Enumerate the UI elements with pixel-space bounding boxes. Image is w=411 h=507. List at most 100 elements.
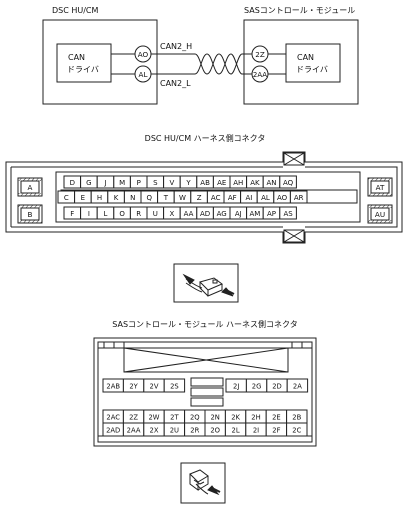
dsc-pin-e-label: E bbox=[81, 194, 85, 202]
dsc-pin-ad: AD bbox=[196, 206, 214, 220]
dsc-pin-aa-label: AA bbox=[184, 210, 194, 218]
dsc-pin-q-label: Q bbox=[147, 194, 153, 202]
dsc-pin-an-label: AN bbox=[266, 179, 276, 187]
dsc-pin-y-label: Y bbox=[185, 179, 191, 187]
sas-pin-2i: 2I bbox=[245, 422, 267, 437]
sas-pin-2j-label: 2J bbox=[233, 382, 239, 390]
sas-pin-2u: 2U bbox=[163, 422, 186, 437]
sas-pin-2i-label: 2I bbox=[253, 426, 259, 434]
terminal-ao-label: AO bbox=[138, 50, 149, 59]
right-can-driver bbox=[285, 43, 341, 83]
dsc-pin-m: M bbox=[113, 175, 131, 189]
sas-pin-2k: 2K bbox=[224, 409, 247, 424]
sas-pin-2y: 2Y bbox=[122, 378, 145, 393]
dsc-pin-af-label: AF bbox=[228, 194, 237, 202]
dsc-pin-am-label: AM bbox=[249, 210, 260, 218]
dsc-pin-m-label: M bbox=[119, 179, 125, 187]
wire-can2-h-label: CAN2_H bbox=[160, 42, 192, 51]
dsc-connector-title: DSC HU/CM ハーネス側コネクタ bbox=[145, 133, 266, 143]
sas-pin-2t-label: 2T bbox=[170, 413, 179, 421]
dsc-pin-t: T bbox=[157, 190, 175, 204]
sas-pin-2x: 2X bbox=[143, 422, 165, 437]
dsc-pin-g-label: G bbox=[86, 179, 91, 187]
sas-pin-2n-label: 2N bbox=[210, 413, 219, 421]
sas-pin-2u-label: 2U bbox=[170, 426, 179, 434]
dsc-pin-ab-label: AB bbox=[200, 179, 210, 187]
dsc-pin-z: Z bbox=[190, 190, 208, 204]
dsc-pin-as: AS bbox=[279, 206, 297, 220]
sas-pin-2ab: 2AB bbox=[102, 378, 124, 393]
dsc-pin-u-label: U bbox=[153, 210, 158, 218]
sas-pin-2g: 2G bbox=[245, 378, 268, 393]
wire-can2-l-label: CAN2_L bbox=[160, 79, 191, 88]
dsc-pin-an: AN bbox=[262, 175, 281, 189]
sas-pin-2n: 2N bbox=[204, 409, 226, 424]
dsc-pin-o: O bbox=[113, 206, 131, 220]
dsc-pin-ao: AO bbox=[273, 190, 291, 204]
sas-pin-2ad: 2AD bbox=[102, 422, 124, 437]
dsc-pin-x-label: X bbox=[170, 210, 175, 218]
right-module-box bbox=[243, 19, 359, 105]
sas-pin-2s: 2S bbox=[163, 378, 186, 393]
dsc-pin-s: S bbox=[146, 175, 165, 189]
sas-pin-2k-label: 2K bbox=[231, 413, 240, 421]
dsc-pin-x: X bbox=[163, 206, 181, 220]
dsc-pin-i: I bbox=[80, 206, 98, 220]
dsc-pin-ad-label: AD bbox=[200, 210, 210, 218]
sas-pin-2aa-label: 2AA bbox=[127, 426, 141, 434]
dsc-side-au: AU bbox=[375, 210, 385, 219]
dsc-pin-ab: AB bbox=[196, 175, 214, 189]
sas-pin-2w-label: 2W bbox=[148, 413, 159, 421]
sas-connector-title: SASコントロール・モジュール ハーネス側コネクタ bbox=[112, 319, 297, 329]
dsc-pin-am: AM bbox=[246, 206, 264, 220]
sas-pin-2c: 2C bbox=[286, 422, 308, 437]
dsc-pin-ak-label: AK bbox=[250, 179, 260, 187]
dsc-pin-ae: AE bbox=[212, 175, 231, 189]
dsc-pin-q: Q bbox=[140, 190, 159, 204]
sas-connector-view-icon bbox=[180, 462, 226, 504]
sas-pin-2z: 2Z bbox=[122, 409, 145, 424]
dsc-pin-s-label: S bbox=[153, 179, 158, 187]
dsc-pin-j: J bbox=[96, 175, 115, 189]
dsc-connector-view-icon bbox=[173, 263, 239, 303]
sas-pin-2w: 2W bbox=[143, 409, 165, 424]
sas-pin-2f: 2F bbox=[265, 422, 288, 437]
sas-pin-2g-label: 2G bbox=[252, 382, 262, 390]
dsc-pin-w-label: W bbox=[179, 194, 186, 202]
dsc-pin-ae-label: AE bbox=[217, 179, 226, 187]
dsc-pin-p: P bbox=[129, 175, 148, 189]
dsc-pin-al: AL bbox=[256, 190, 275, 204]
dsc-pin-aa: AA bbox=[179, 206, 198, 220]
dsc-pin-aq-label: AQ bbox=[283, 179, 294, 187]
dsc-pin-y: Y bbox=[179, 175, 198, 189]
sas-pin-2l-label: 2L bbox=[232, 426, 240, 434]
dsc-pin-ah-label: AH bbox=[233, 179, 243, 187]
dsc-pin-f-label: F bbox=[70, 210, 74, 218]
sas-pin-2x-label: 2X bbox=[150, 426, 159, 434]
dsc-pin-l: L bbox=[96, 206, 115, 220]
dsc-pin-ao-label: AO bbox=[277, 194, 288, 202]
sas-pin-2e: 2E bbox=[265, 409, 288, 424]
dsc-pin-o-label: O bbox=[119, 210, 125, 218]
dsc-side-b: B bbox=[28, 210, 33, 219]
sas-pin-2ac-label: 2AC bbox=[106, 413, 120, 421]
dsc-pin-p-label: P bbox=[137, 179, 141, 187]
sas-pin-2e-label: 2E bbox=[272, 413, 281, 421]
sas-pin-2b-label: 2B bbox=[292, 413, 301, 421]
sas-pin-2h: 2H bbox=[245, 409, 267, 424]
dsc-pin-ah: AH bbox=[229, 175, 248, 189]
dsc-pin-c-label: C bbox=[64, 194, 69, 202]
sas-pin-2a-label: 2A bbox=[293, 382, 302, 390]
dsc-pin-d: D bbox=[63, 175, 82, 189]
dsc-pin-aq: AQ bbox=[279, 175, 297, 189]
dsc-pin-g: G bbox=[80, 175, 98, 189]
dsc-pin-v: V bbox=[163, 175, 181, 189]
sas-pin-2j: 2J bbox=[225, 378, 247, 393]
sas-pin-2r: 2R bbox=[184, 422, 206, 437]
dsc-side-a: A bbox=[28, 183, 33, 192]
dsc-pin-aj: AJ bbox=[229, 206, 248, 220]
can-twisted-pair bbox=[151, 53, 252, 75]
dsc-pin-aj-label: AJ bbox=[235, 210, 242, 218]
